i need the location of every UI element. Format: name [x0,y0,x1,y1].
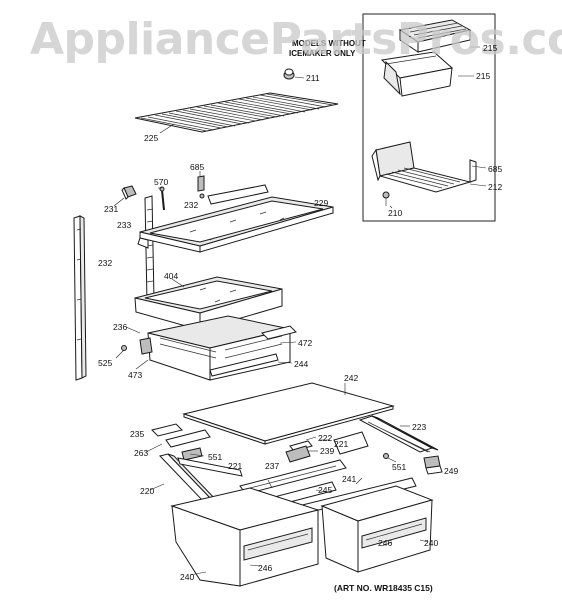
wire-shelf-225-part [134,92,339,134]
rail-232-part [73,215,87,381]
ice-rack-part [371,141,477,193]
part-label: 570 [154,177,168,187]
part-label: 245 [318,485,332,495]
part-label: 472 [298,338,312,348]
part-label: 231 [104,204,118,214]
part-label: 241 [342,474,356,484]
part-label: 222 [318,433,332,443]
part-label: 239 [320,446,334,456]
inset-note-line-2: ICEMAKER ONLY [289,49,356,58]
clip-551-249-part [383,453,443,475]
glass-cover-242-part [182,382,395,445]
bracket-222-part [285,436,318,463]
part-label: 242 [344,373,358,383]
part-label: 473 [128,370,142,380]
crisper-drawer-left-part [170,487,320,587]
rail-235-part [145,423,211,461]
knob-211-part [283,68,305,80]
part-label: 232 [184,200,198,210]
part-label: 551 [208,452,222,462]
part-label: 221 [334,439,348,449]
part-label: 215 [476,71,490,81]
part-label: 225 [144,133,158,143]
part-label: 263 [134,448,148,458]
screws-upper-part [158,171,205,211]
part-label: 229 [314,198,328,208]
part-label: 249 [444,466,458,476]
part-label: 404 [164,271,178,281]
part-label: 220 [140,486,154,496]
part-label: 236 [113,322,127,332]
clip-231-part [113,185,137,207]
part-label: 221 [228,461,242,471]
part-label: 211 [306,73,320,83]
part-label: 240 [180,572,194,582]
part-number-labels: 215 215 685 212 210 211 225 685 570 232 … [98,43,502,582]
ice-tray-part [398,19,472,53]
part-label: 223 [412,422,426,432]
part-label: 237 [265,461,279,471]
rail-223-part [358,415,439,453]
part-label: 525 [98,358,112,368]
rail-221-right-part [320,431,369,455]
drawer-assembly-part [115,315,297,381]
part-label: 210 [388,208,402,218]
inset-box: MODELS WITHOUT ICEMAKER ONLY [289,13,496,222]
part-label: 685 [488,164,502,174]
glass-shelf-229-part [137,184,334,253]
part-label: 246 [258,563,272,573]
part-label: 233 [117,220,131,230]
frame-220-part [149,453,243,503]
crisper-drawer-right-part [320,485,434,573]
part-label: 685 [190,162,204,172]
part-label: 244 [294,359,308,369]
part-label: 235 [130,429,144,439]
part-label: 246 [378,538,392,548]
ladder-233-part [144,195,155,303]
part-label: 212 [488,182,502,192]
part-label: 551 [392,462,406,472]
art-number: (ART NO. WR18435 C15) [334,583,433,593]
inset-note-line-1: MODELS WITHOUT [292,39,366,48]
watermark: AppliancePartsPros.com [30,14,562,65]
ice-bucket-part [380,51,454,97]
screw-210-part [382,191,390,206]
part-label: 240 [424,538,438,548]
part-label: 215 [483,43,497,53]
part-label: 232 [98,258,112,268]
